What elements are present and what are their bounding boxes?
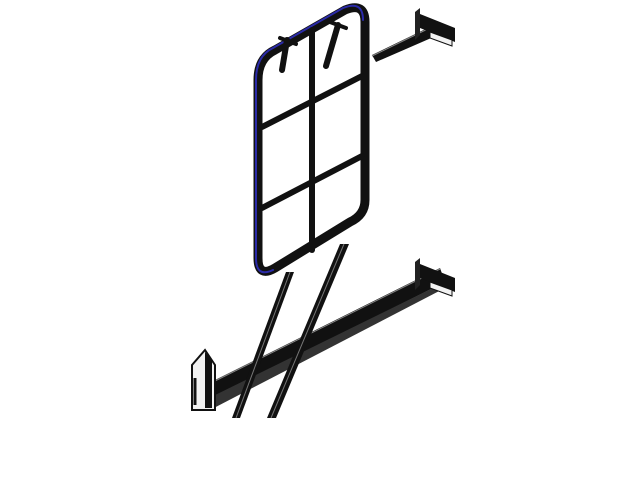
window-frame bbox=[253, 3, 370, 276]
diagonal-braces bbox=[232, 243, 349, 419]
bottom-right-bracket bbox=[415, 258, 455, 297]
bottom-left-bracket bbox=[191, 348, 216, 411]
top-support-beam bbox=[371, 8, 455, 62]
bottom-support-beam bbox=[204, 268, 445, 410]
